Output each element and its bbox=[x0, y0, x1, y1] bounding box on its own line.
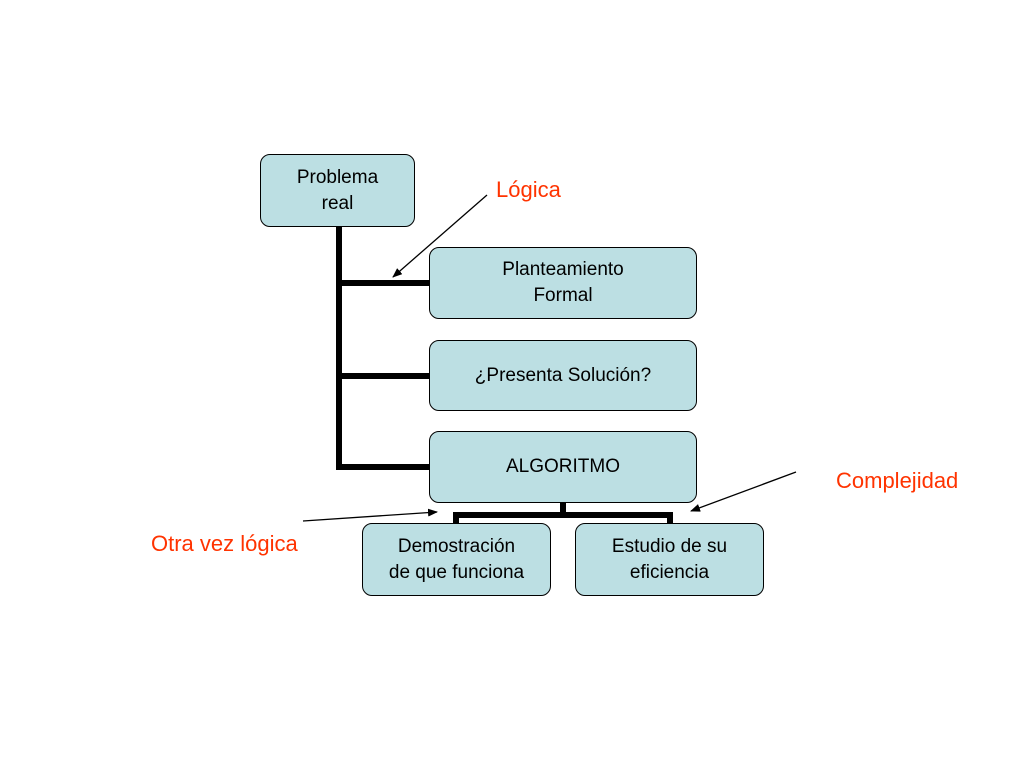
annotation-logica: Lógica bbox=[496, 177, 561, 202]
tree-connectors bbox=[336, 226, 673, 524]
node-problema-real: Problema real bbox=[260, 154, 415, 227]
annotation-complejidad: Complejidad bbox=[836, 468, 959, 493]
node-estudio-eficiencia: Estudio de su eficiencia bbox=[575, 523, 764, 596]
node-algoritmo: ALGORITMO bbox=[429, 431, 697, 503]
logica-arrow bbox=[392, 194, 488, 278]
complejidad-arrow bbox=[690, 471, 797, 512]
node-planteamiento-formal: Planteamiento Formal bbox=[429, 247, 697, 319]
node-demostracion: Demostración de que funciona bbox=[362, 523, 551, 596]
node-presenta-solucion: ¿Presenta Solución? bbox=[429, 340, 697, 411]
otra-vez-logica-arrow bbox=[302, 508, 438, 522]
annotation-arrows bbox=[302, 194, 797, 522]
annotation-otra-vez-logica: Otra vez lógica bbox=[151, 531, 298, 556]
